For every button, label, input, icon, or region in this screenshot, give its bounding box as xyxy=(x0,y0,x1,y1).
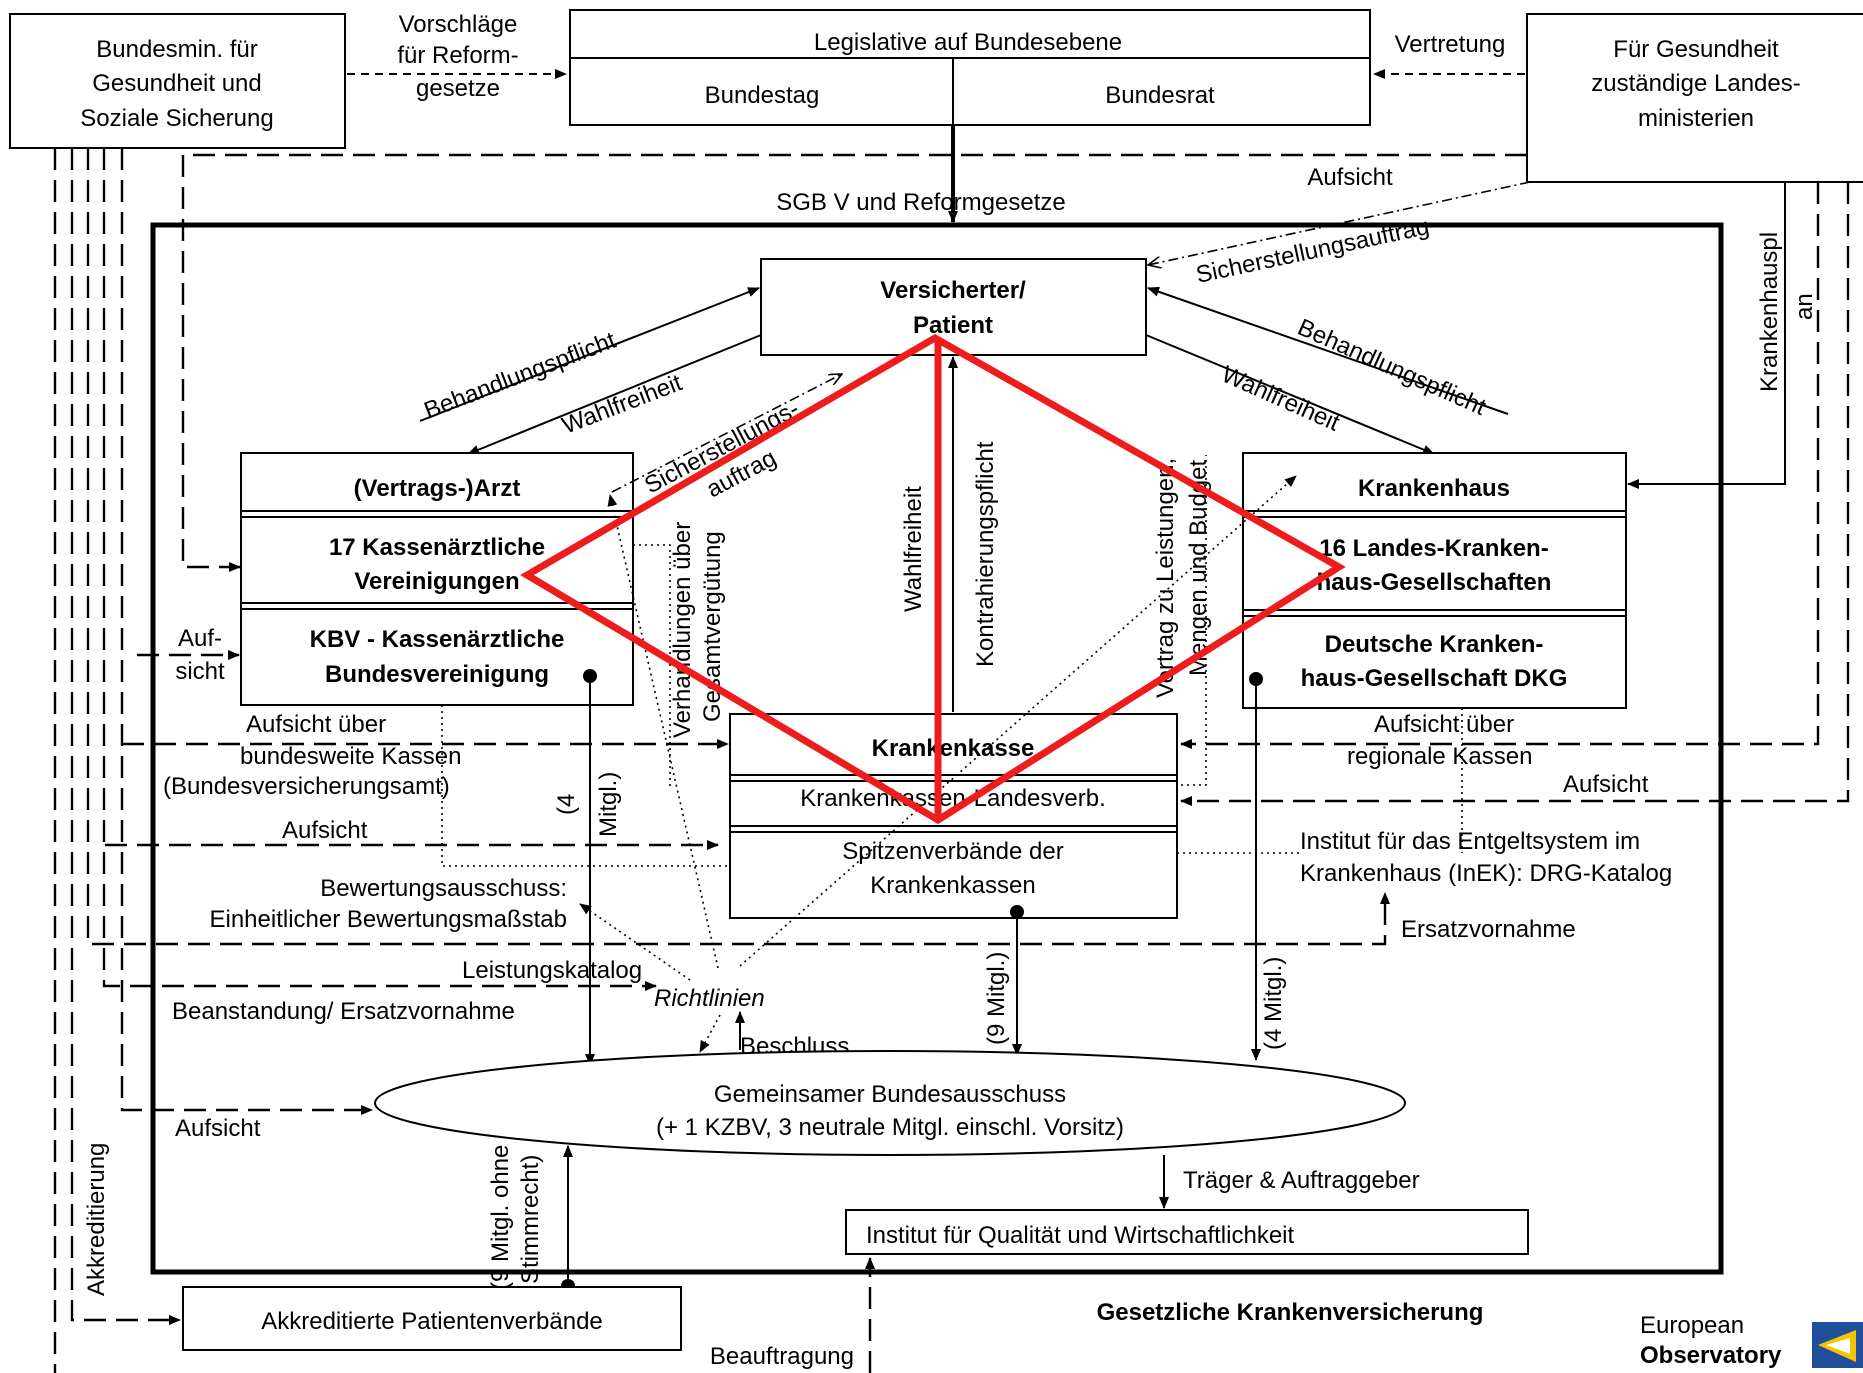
bundesrat-label: Bundesrat xyxy=(1105,82,1215,109)
gkv-frame xyxy=(150,222,1724,1275)
mitgl-dkg-label: (4 Mitgl.) xyxy=(1260,957,1287,1050)
leistungskatalog-label: Leistungskatalog xyxy=(462,957,642,984)
mitgl-kbv-label-1: (4 xyxy=(553,794,580,815)
aufsicht-kbv-label-1: Auf- xyxy=(178,625,222,652)
aufsicht-regional-label-2: regionale Kassen xyxy=(1347,743,1532,770)
beanstandung-label: Beanstandung/ Ersatzvornahme xyxy=(172,998,515,1025)
gba-ellipse xyxy=(374,1050,1406,1156)
spitzenverbaende-label-2: Krankenkassen xyxy=(870,872,1035,899)
vorschlaege-label-2: für Reform- xyxy=(397,42,518,69)
kv-label-1: 17 Kassenärztliche xyxy=(329,534,545,561)
aufsicht-right-label: Aufsicht xyxy=(1563,771,1649,798)
bewertungsausschuss-label-1: Bewertungsausschuss: xyxy=(320,875,567,902)
versicherter-label-2: Patient xyxy=(913,312,993,339)
inek-label-1: Institut für das Entgeltsystem im xyxy=(1300,828,1640,855)
landesministerien-label-2: zuständige Landes- xyxy=(1591,70,1800,97)
landesministerien-box xyxy=(1526,13,1863,183)
mitgl-kk-label: (9 Mitgl.) xyxy=(983,952,1010,1045)
krankenkasse-title: Krankenkasse xyxy=(872,735,1035,762)
bmgs-label-1: Bundesmin. für xyxy=(96,36,257,63)
bmgs-box xyxy=(9,13,346,149)
spitzenverbaende-label-1: Spitzenverbände der xyxy=(842,838,1063,865)
kbv-label-1: KBV - Kassenärztliche xyxy=(310,626,565,653)
kontrahierungspflicht-label: Kontrahierungspflicht xyxy=(972,441,999,667)
lkg-label-1: 16 Landes-Kranken- xyxy=(1319,535,1548,562)
krankenkasse-box xyxy=(729,713,1178,919)
beauftragung-label: Beauftragung xyxy=(710,1343,854,1370)
inek-label-2: Krankenhaus (InEK): DRG-Katalog xyxy=(1300,860,1672,887)
traeger-label: Träger & Auftraggeber xyxy=(1183,1167,1420,1194)
gba-subtitle: (+ 1 KZBV, 3 neutrale Mitgl. einschl. Vo… xyxy=(656,1114,1124,1141)
bewertungsausschuss-label-2: Einheitlicher Bewertungsmaßstab xyxy=(209,906,567,933)
logo-small-text: European xyxy=(1640,1312,1744,1339)
wahlfreiheit-right-label: Wahlfreiheit xyxy=(1218,361,1344,437)
vorschlaege-label-3: gesetze xyxy=(416,75,500,102)
lkg-label-2: haus-Gesellschaften xyxy=(1317,569,1552,596)
aufsicht-regional-label-1: Aufsicht über xyxy=(1374,711,1514,738)
richtlinien-label: Richtlinien xyxy=(654,985,765,1012)
aufsicht-top-label: Aufsicht xyxy=(1307,164,1393,191)
kbv-label-2: Bundesvereinigung xyxy=(325,661,549,688)
logo-big-text: Observatory xyxy=(1640,1342,1782,1369)
vertrag-label-1: Vertrag zu Leistungen, xyxy=(1152,458,1179,698)
observatory-logo: European Observatory xyxy=(1640,1312,1863,1369)
verhandlungen-label-1: Verhandlungen über xyxy=(669,522,696,738)
aufsicht-left-mid-label: Aufsicht xyxy=(282,817,368,844)
arzt-box xyxy=(240,452,634,706)
kv-label-2: Vereinigungen xyxy=(354,568,519,595)
vorschlaege-label-1: Vorschläge xyxy=(399,11,518,38)
krankenhaus-title: Krankenhaus xyxy=(1358,475,1510,502)
iqwig-box xyxy=(845,1209,1529,1255)
wahlfreiheit-left-label: Wahlfreiheit xyxy=(558,369,685,439)
aufsicht-bundesweit-label-2: bundesweite Kassen xyxy=(240,743,461,770)
ersatzvornahme-label: Ersatzvornahme xyxy=(1401,916,1576,943)
krankenhausplan-label-2: an xyxy=(1791,293,1818,320)
aufsicht-bundesweit-label-3: (Bundesversicherungsamt) xyxy=(163,773,450,800)
versicherter-box xyxy=(760,258,1147,356)
legislative-box xyxy=(569,9,1371,126)
bmgs-label-2: Gesundheit und xyxy=(92,70,261,97)
logo-white-icon xyxy=(1826,1338,1850,1354)
bmgs-label-3: Soziale Sicherung xyxy=(80,105,273,132)
gba-title: Gemeinsamer Bundesausschuss xyxy=(714,1081,1066,1108)
dkg-label-1: Deutsche Kranken- xyxy=(1325,631,1544,658)
legislative-title: Legislative auf Bundesebene xyxy=(814,29,1122,56)
aufsicht-gba-label: Aufsicht xyxy=(175,1115,261,1142)
mitgl-kbv-label-2: Mitgl.) xyxy=(595,772,622,837)
aufsicht-bundesweit-label-1: Aufsicht über xyxy=(246,711,386,738)
arzt-title: (Vertrags-)Arzt xyxy=(354,475,521,502)
krankenhaus-box xyxy=(1242,452,1627,709)
vertretung-label: Vertretung xyxy=(1395,31,1506,58)
aufsicht-kbv-label-2: sicht xyxy=(175,658,225,685)
iqwig-label: Institut für Qualität und Wirtschaftlich… xyxy=(866,1222,1295,1249)
landesministerien-label-1: Für Gesundheit xyxy=(1613,36,1779,63)
akkreditierung-label: Akkreditierung xyxy=(83,1143,110,1296)
sgb-label: SGB V und Reformgesetze xyxy=(776,189,1065,216)
landesministerien-label-3: ministerien xyxy=(1638,105,1754,132)
gkv-title: Gesetzliche Krankenversicherung xyxy=(1097,1299,1484,1326)
krankenhausplan-label-1: Krankenhauspl xyxy=(1756,232,1783,392)
wahlfreiheit-center-label: Wahlfreiheit xyxy=(900,486,927,612)
mitgl-patienten-label-2: Stimmrecht) xyxy=(517,1155,544,1284)
mitgl-patienten-label-1: (9 Mitgl. ohne xyxy=(487,1145,514,1290)
patientenverbaende-label: Akkreditierte Patientenverbände xyxy=(261,1308,603,1335)
patientenverbaende-box xyxy=(182,1286,682,1351)
bundestag-label: Bundestag xyxy=(705,82,820,109)
dkg-label-2: haus-Gesellschaft DKG xyxy=(1301,665,1568,692)
versicherter-label-1: Versicherter/ xyxy=(880,277,1026,304)
